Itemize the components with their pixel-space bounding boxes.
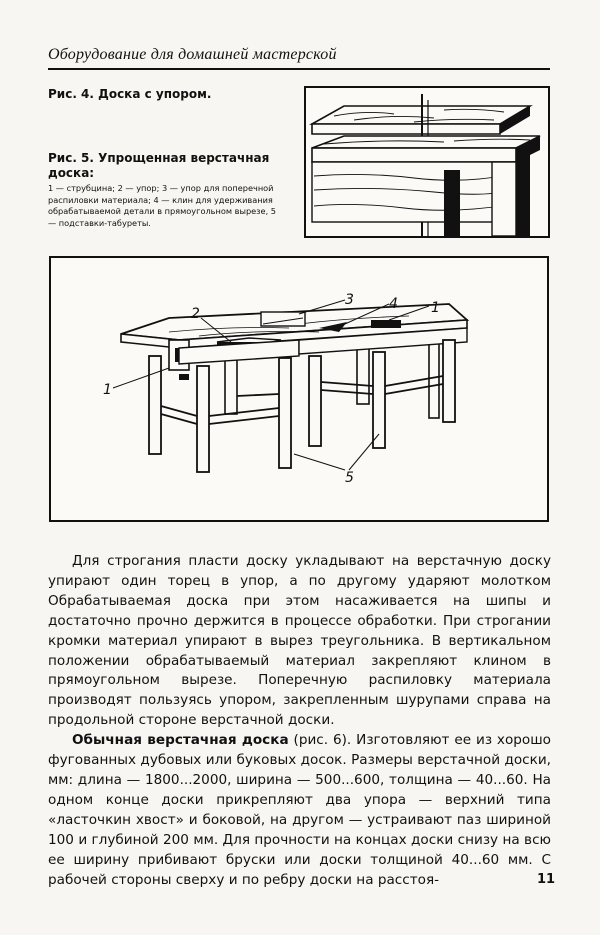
page-number: 11 xyxy=(537,872,556,887)
figure-5-caption-title: Рис. 5. Упрощенная верстачная доска: xyxy=(48,151,270,180)
figure-4-caption: Рис. 4. Доска с упором. xyxy=(48,87,212,101)
label-3: 3 xyxy=(345,292,354,308)
label-1-right: 1 xyxy=(431,300,440,316)
paragraph-2: Обычная верстачная доска (рис. 6). Изгот… xyxy=(48,731,551,890)
label-5: 5 xyxy=(345,470,354,486)
body-text: Для строгания пласти доску укладывают на… xyxy=(48,552,551,890)
paragraph-2-heading: Обычная верстачная доска xyxy=(72,732,289,749)
label-2: 2 xyxy=(191,306,200,322)
figure-4-illustration xyxy=(304,86,550,238)
figure-5-caption-legend: 1 — струбцина; 2 — упор; 3 — упор для по… xyxy=(48,183,276,228)
paragraph-1: Для строгания пласти доску укладывают на… xyxy=(48,553,551,729)
figure-5-illustration: 1 2 3 4 1 5 xyxy=(49,256,549,522)
figure-5-caption: Рис. 5. Упрощенная верстачная доска: 1 —… xyxy=(48,151,276,229)
header-rule xyxy=(48,68,550,70)
paragraph-2-text: (рис. 6). Изготовляют ее из хорошо фугов… xyxy=(48,732,551,888)
running-header: Оборудование для домашней мастерской xyxy=(48,46,337,63)
label-1-left: 1 xyxy=(103,382,112,398)
label-4: 4 xyxy=(389,296,398,312)
